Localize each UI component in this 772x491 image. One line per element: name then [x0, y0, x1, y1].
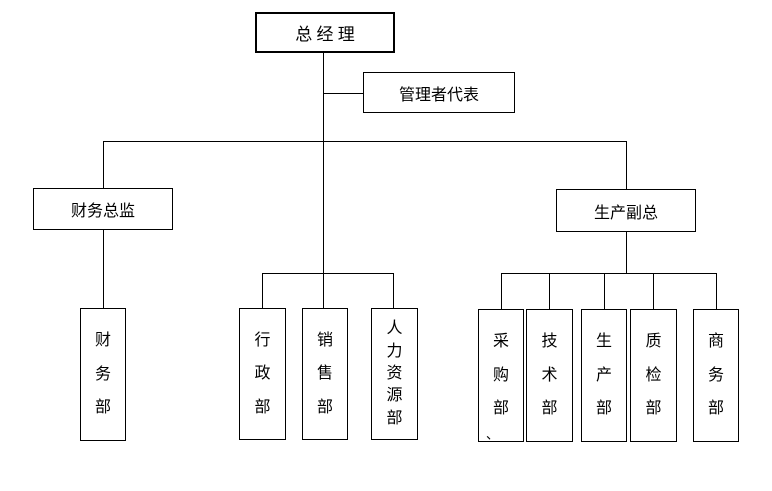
connector-line — [262, 273, 394, 274]
connector-line — [103, 141, 104, 188]
box-commerce-dept: 商务部 — [693, 309, 739, 442]
connector-line — [103, 141, 627, 142]
box-sales-dept: 销售部 — [302, 308, 348, 440]
box-production-vp: 生产副总 — [556, 189, 696, 232]
connector-line — [103, 230, 104, 308]
box-purchasing-dept: 采购部 — [478, 309, 524, 442]
connector-line — [501, 273, 717, 274]
box-admin-dept: 行政部 — [239, 308, 286, 440]
connector-line — [323, 93, 365, 94]
connector-line — [716, 273, 717, 309]
box-finance-dept: 财务部 — [80, 308, 126, 441]
box-hr-dept: 人力资源部 — [371, 308, 418, 440]
connector-line — [626, 232, 627, 273]
connector-line — [323, 53, 324, 308]
connector-line — [262, 273, 263, 308]
general-manager-label: 总 经 理 — [295, 25, 355, 44]
management-representative-label: 管理者代表 — [398, 86, 479, 104]
box-finance-director: 财务总监 — [33, 188, 173, 230]
finance-director-label: 财务总监 — [70, 203, 135, 220]
box-management-representative: 管理者代表 — [363, 72, 515, 113]
connector-line — [549, 273, 550, 309]
box-production-dept: 生产部 — [581, 309, 627, 442]
connector-line — [626, 141, 627, 189]
connector-line — [393, 273, 394, 308]
box-qc-dept: 质检部 — [630, 309, 677, 442]
box-general-manager: 总 经 理 — [255, 12, 395, 53]
box-tech-dept: 技术部 — [526, 309, 573, 442]
connector-line — [653, 273, 654, 309]
connector-line — [604, 273, 605, 309]
connector-line — [501, 273, 502, 309]
production-vp-label: 生产副总 — [593, 204, 658, 222]
